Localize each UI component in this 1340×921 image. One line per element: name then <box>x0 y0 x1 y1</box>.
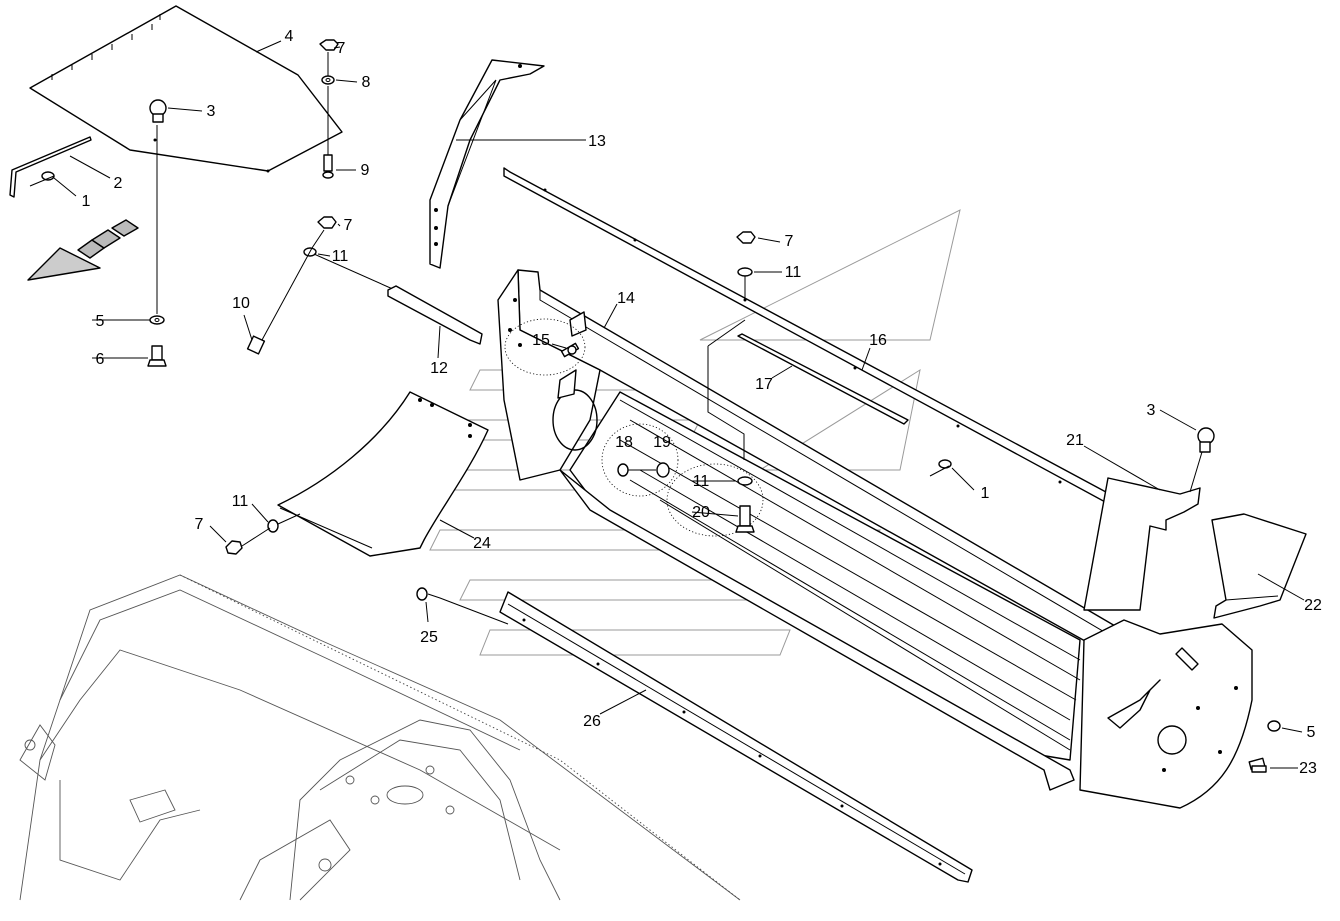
callout-label: 7 <box>195 516 204 533</box>
direction-arrow-icon <box>27 219 139 281</box>
callout-label: 26 <box>583 713 601 730</box>
callout-label: 11 <box>332 248 349 265</box>
pin-right <box>929 459 952 477</box>
part-4-cover-sheet <box>29 5 343 173</box>
detail-circle-15 <box>504 318 586 376</box>
callout-label: 7 <box>337 40 346 57</box>
callout-label: 9 <box>361 162 370 179</box>
bolt-stack-mid <box>246 216 396 355</box>
detail-circle-18-19 <box>601 423 679 497</box>
callout-label: 22 <box>1304 597 1322 614</box>
eye-bolt-icon <box>149 99 167 123</box>
callout-label: 11 <box>785 264 802 281</box>
part-26-long-bar <box>499 591 973 883</box>
washer-bolt-right <box>1248 720 1281 773</box>
rod-and-pin <box>9 136 92 198</box>
callout-label: 1 <box>82 193 91 210</box>
washer-bolt-11-20 <box>735 476 755 533</box>
callout-label: 13 <box>588 133 606 150</box>
callout-label: 1 <box>981 485 990 502</box>
nut-washer-lower-left <box>225 513 301 555</box>
callout-label: 7 <box>785 233 794 250</box>
callout-label: 24 <box>473 535 491 552</box>
callout-label: 11 <box>693 473 710 490</box>
bolt-stack-top <box>319 39 339 179</box>
part-14-main-frame <box>497 269 1133 791</box>
part-17-strip <box>737 333 909 425</box>
machine-housing <box>19 574 741 901</box>
part-15-bolt <box>560 342 580 358</box>
part-outline-box <box>707 319 746 460</box>
nut-washer-top-right <box>736 231 756 300</box>
callout-label: 12 <box>430 360 448 377</box>
callout-label: 17 <box>755 376 773 393</box>
callout-label: 11 <box>232 493 249 510</box>
callout-label: 18 <box>615 434 633 451</box>
part-12-strip <box>387 285 483 345</box>
callout-label: 8 <box>362 74 371 91</box>
callout-label: 14 <box>617 290 635 307</box>
callout-label: 3 <box>207 103 216 120</box>
callout-label: 3 <box>1147 402 1156 419</box>
callout-label: 20 <box>692 504 710 521</box>
callout-label: 21 <box>1066 432 1084 449</box>
callout-label: 19 <box>653 434 671 451</box>
callout-label: 7 <box>344 217 353 234</box>
callout-label: 10 <box>232 295 250 312</box>
part-24-curved-plate <box>277 391 489 557</box>
callout-label: 23 <box>1299 760 1317 777</box>
callout-label: 16 <box>869 332 887 349</box>
part-25-bolt <box>416 587 509 625</box>
part-13-bracket <box>429 59 545 269</box>
callout-label: 5 <box>1307 724 1316 741</box>
callout-leader-lines <box>53 40 1305 769</box>
callout-label: 5 <box>96 313 105 330</box>
washer-bolt-left <box>147 125 167 367</box>
callout-label: 4 <box>285 28 294 45</box>
callout-label: 6 <box>96 351 105 368</box>
part-22-bracket <box>1211 513 1307 619</box>
callout-label: 15 <box>532 332 550 349</box>
end-plate-right <box>1079 619 1253 809</box>
callout-label: 2 <box>114 175 123 192</box>
detail-circle-11-20 <box>666 463 764 537</box>
callout-label: 25 <box>420 629 438 646</box>
eye-bolt-right-icon <box>1189 427 1215 493</box>
washer-nut-18-19 <box>617 462 670 478</box>
part-21-plate <box>1083 477 1201 611</box>
